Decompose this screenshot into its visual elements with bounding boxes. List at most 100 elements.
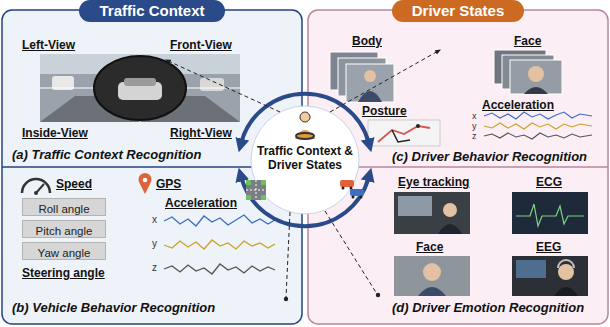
signal-label: ECG (536, 175, 562, 189)
node-text: Roll angle (38, 203, 89, 215)
panel-caption: (a) Traffic Context Recognition (12, 147, 201, 162)
cars-icon-part (350, 189, 364, 196)
signal-box: Yaw angle (22, 242, 106, 260)
panel-heading: Driver States (392, 0, 525, 22)
centre-circle-part (251, 106, 359, 214)
acceleration-plot-part (484, 112, 592, 119)
axis-label: y (152, 238, 157, 250)
camera-montage-part (94, 56, 186, 120)
cars-icon-part (360, 196, 363, 199)
intersection-icon-part (246, 195, 251, 200)
signal-box: Roll angle (22, 198, 106, 216)
eye-tracking-image-part (394, 192, 470, 234)
face-frames-part (528, 66, 544, 82)
node-text: Pitch angle (36, 225, 93, 237)
posture-skeleton-part (416, 124, 420, 128)
posture-skeleton-part (368, 120, 440, 146)
camera-montage (40, 54, 240, 122)
acceleration-plot-part (164, 264, 275, 274)
signal-label: Acceleration (482, 98, 554, 112)
eye-tracking-image-part (443, 203, 457, 217)
eeg-image-part (558, 260, 574, 268)
intersection-icon-part (246, 190, 266, 191)
face-frames-part (524, 87, 548, 94)
camera-montage-part (124, 78, 156, 86)
signal-box: Pitch angle (22, 220, 106, 238)
body-frames-part (346, 64, 394, 102)
intersection-icon-part (246, 180, 266, 200)
driver-panel: Driver States (308, 10, 608, 324)
driver-icon-part (296, 133, 314, 139)
cycle-arrows (241, 94, 369, 226)
leader-lines-part (286, 212, 290, 298)
signal-label: Face (514, 34, 541, 48)
panel-heading: Traffic Context (79, 0, 224, 22)
speed-gauge (22, 179, 50, 195)
ecg-image-part (512, 192, 588, 234)
face-image-part (418, 287, 446, 296)
face-image (394, 256, 470, 296)
intersection-icon-part (261, 180, 266, 185)
acceleration-plot (164, 215, 275, 274)
axis-label: y (472, 121, 477, 131)
acceleration-plot-part (484, 133, 592, 139)
driver-icon (295, 112, 315, 139)
panel-grounds (2, 10, 608, 324)
face-image-part (423, 263, 441, 281)
speed-gauge-part (22, 179, 50, 193)
centre-circle: Traffic Context & Driver States (251, 106, 359, 214)
leader-dots-part (284, 297, 288, 301)
acceleration-plot-part (164, 215, 275, 226)
intersection-icon (246, 180, 266, 200)
eye-tracking-image-part (438, 224, 462, 234)
gps-pin (139, 173, 152, 194)
leader-dots (284, 293, 380, 301)
leader-lines-part (325, 211, 377, 294)
acceleration-plot (484, 112, 592, 139)
posture-skeleton (368, 120, 440, 146)
node-text: Traffic Context & Driver States (255, 144, 355, 172)
intersection-icon-part (261, 195, 266, 200)
leader-lines-part (166, 60, 280, 112)
signal-label: Inside-View (22, 126, 88, 140)
intersection-icon-part (246, 180, 251, 185)
node-text: Yaw angle (38, 247, 91, 259)
eeg-image-part (516, 260, 546, 278)
eeg-image-part (554, 287, 578, 296)
signal-label: Front-View (170, 38, 232, 52)
driver-icon-part (295, 130, 315, 139)
face-frames (494, 50, 562, 94)
panel-caption: (b) Vehicle Behavior Recognition (12, 300, 215, 315)
signal-label: Acceleration (165, 196, 237, 210)
cars-icon-part (350, 187, 353, 190)
ecg-image-part (516, 204, 584, 226)
acceleration-plot-part (164, 240, 275, 249)
signal-label: Right-View (170, 126, 232, 140)
eye-tracking-image (394, 192, 470, 234)
cars-icon (340, 180, 364, 199)
driver-icon-part (300, 112, 310, 122)
face-image-part (394, 256, 470, 296)
eye-tracking-image-part (398, 196, 432, 216)
axis-label: z (152, 262, 157, 274)
body-frames-part (364, 70, 376, 82)
eeg-image-part (512, 256, 588, 296)
acceleration-plot-part (484, 123, 592, 129)
axis-label: x (152, 214, 157, 226)
body-frames-part (358, 91, 382, 102)
panel-caption: (d) Driver Emotion Recognition (392, 300, 584, 315)
speed-gauge-part (34, 191, 38, 195)
axis-label: z (472, 131, 477, 141)
posture-skeleton-part (392, 130, 410, 142)
signal-label: Speed (56, 177, 92, 191)
centre-circle (251, 106, 359, 214)
signal-label: Eye tracking (398, 175, 469, 189)
signal-label: GPS (156, 177, 181, 191)
leader-dots-part (376, 293, 380, 297)
signal-label: Steering angle (22, 266, 105, 280)
gps-pin-part (143, 178, 148, 183)
leader-lines-part (330, 50, 440, 112)
face-frames-part (510, 60, 562, 94)
gps-pin-part (139, 173, 152, 194)
